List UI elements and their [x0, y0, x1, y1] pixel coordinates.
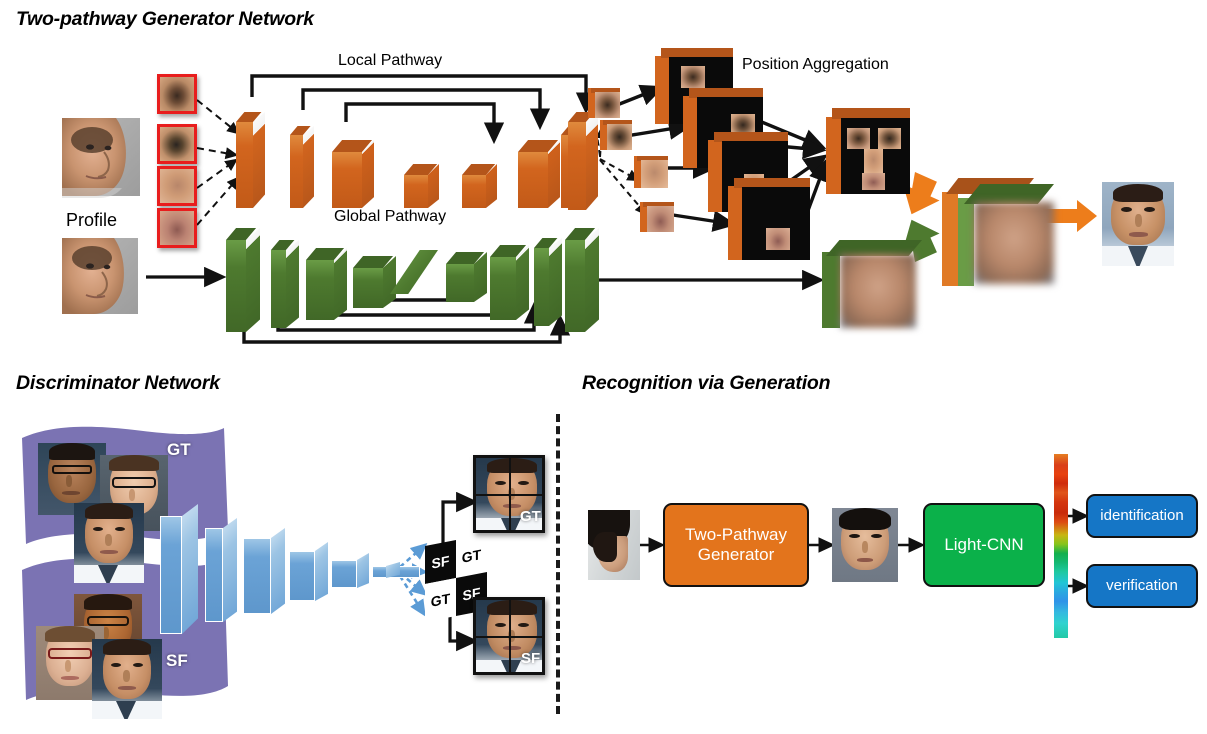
generator-section-title: Two-pathway Generator Network [16, 8, 314, 30]
global-block-4-depth [383, 256, 396, 308]
local-pathway-label: Local Pathway [338, 52, 443, 69]
patch-cube-right-eye [600, 120, 632, 150]
global-block-6-depth [474, 252, 487, 302]
global-output-cube [822, 240, 922, 328]
recognition-generated-face [832, 508, 898, 582]
global-block-4 [353, 256, 394, 308]
two-pathway-generator-label: Two-Pathway Generator [684, 525, 788, 564]
global-block-2 [271, 240, 295, 328]
disc-output-gt-label: GT [520, 508, 541, 525]
patch-left-eye [157, 74, 197, 114]
disc-block-5-depth [357, 553, 369, 588]
local-block-1-depth [253, 112, 265, 208]
local-block-6 [518, 140, 559, 208]
aggregated-parts-map [826, 108, 910, 194]
verification-label: verification [1106, 577, 1178, 595]
disc-output-sf: SF [473, 597, 545, 675]
feature-vector-bar [1054, 454, 1068, 638]
generated-frontal-face [1102, 182, 1174, 266]
disc-block-1-depth [182, 504, 198, 634]
profile-face-with-landmarks [62, 118, 140, 198]
disc-block-4-depth [315, 542, 328, 601]
sf-group-label: SF [166, 651, 188, 670]
position-aggregation-label: Position Aggregation [742, 56, 889, 73]
local-block-3-depth [362, 140, 374, 208]
global-block-9-depth [585, 228, 599, 332]
disc-block-5 [331, 560, 357, 588]
disc-block-2 [205, 528, 223, 622]
global-block-6 [446, 252, 485, 302]
global-block-8 [534, 238, 558, 326]
verification-output-box[interactable]: verification [1086, 564, 1198, 608]
light-cnn-box[interactable]: Light-CNN [923, 503, 1045, 587]
position-map-mouth [728, 178, 810, 260]
disc-block-6-depth [386, 562, 400, 578]
patch-nose [157, 166, 197, 206]
local-block-2 [290, 126, 311, 208]
local-block-1 [236, 112, 264, 208]
disc-output-gt: GT [473, 455, 545, 533]
local-block-2-depth [303, 126, 314, 208]
grid-cell-gt-2: GT [425, 578, 456, 623]
profile-label: Profile [66, 210, 118, 230]
disc-output-sf-label: SF [521, 650, 541, 667]
global-block-8-depth [549, 238, 562, 326]
global-block-2-depth [286, 240, 299, 328]
section-divider [556, 414, 560, 714]
grid-cell-sf-1: SF [425, 540, 456, 585]
global-block-3-depth [334, 248, 347, 320]
sf-face-3 [92, 639, 162, 719]
global-pathway-label: Global Pathway [334, 208, 447, 225]
global-block-1 [226, 228, 257, 332]
recognition-input-profile [588, 510, 640, 580]
two-pathway-generator-box[interactable]: Two-Pathway Generator [663, 503, 809, 587]
grid-cell-gt-1: GT [456, 533, 487, 578]
identification-label: identification [1100, 507, 1184, 525]
disc-block-3 [243, 538, 271, 614]
global-block-7 [490, 245, 527, 320]
patch-cube-left-eye [588, 88, 620, 118]
fused-feature-cube [942, 178, 1054, 286]
recognition-section-title: Recognition via Generation [582, 372, 831, 394]
final-orange-arrow [1043, 200, 1097, 232]
local-block-4-depth [428, 164, 439, 208]
global-block-9 [565, 228, 596, 332]
patch-mouth [157, 208, 197, 248]
identification-output-box[interactable]: identification [1086, 494, 1198, 538]
local-block-5 [462, 164, 496, 208]
local-block-5-depth [486, 164, 497, 208]
global-block-7-depth [516, 245, 529, 320]
disc-block-3-depth [271, 528, 285, 614]
local-block-last-depth [586, 112, 598, 210]
disc-block-1 [160, 516, 182, 634]
patch-cube-nose [634, 156, 668, 188]
local-block-6-depth [548, 140, 560, 208]
discriminator-section-title: Discriminator Network [16, 372, 220, 394]
profile-face-global-input [62, 238, 138, 314]
global-block-1-depth [246, 228, 260, 332]
light-cnn-label: Light-CNN [944, 535, 1024, 555]
patch-right-eye [157, 124, 197, 164]
gt-face-3 [74, 503, 144, 583]
local-block-4 [404, 164, 438, 208]
local-block-3 [332, 140, 373, 208]
sf-face-2 [36, 626, 104, 700]
patch-cube-mouth [640, 202, 674, 232]
local-block-last [568, 112, 595, 210]
global-block-3 [306, 248, 345, 320]
disc-block-4 [289, 551, 315, 601]
disc-block-2-depth [223, 518, 237, 622]
gt-group-label: GT [167, 440, 191, 459]
